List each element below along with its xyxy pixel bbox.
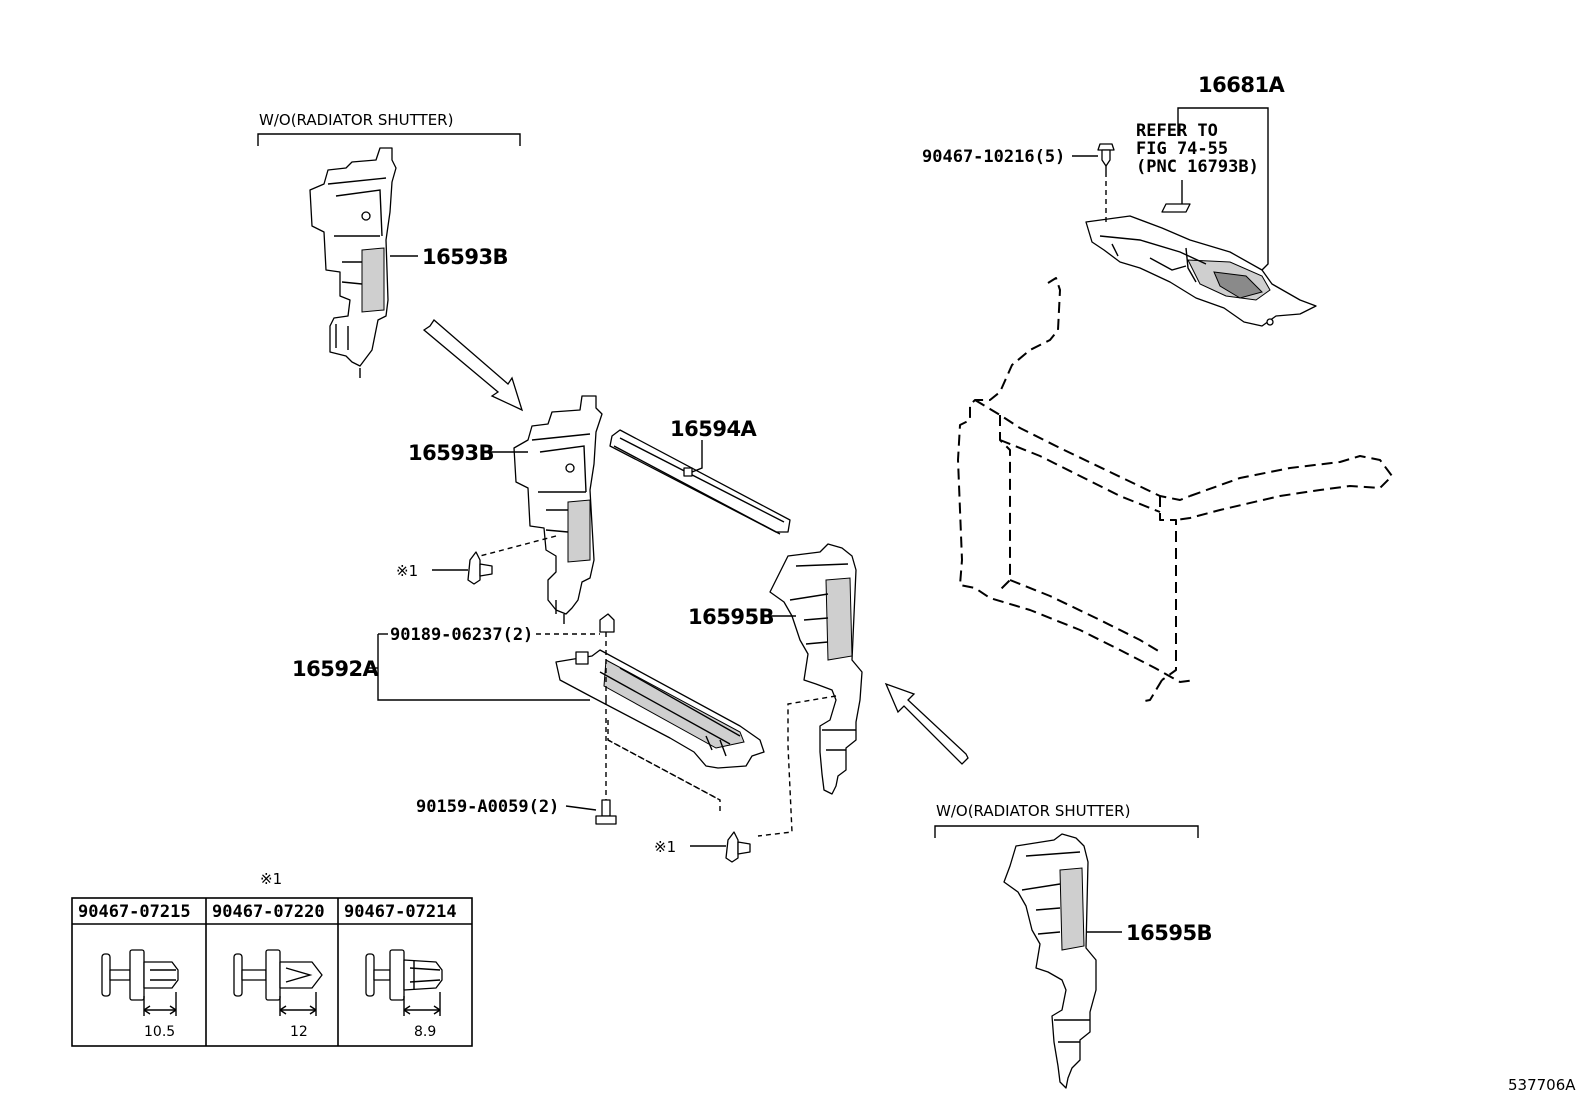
- label-90189-06237: 90189-06237(2): [390, 625, 533, 645]
- refer-note-line-3: (PNC 16793B): [1136, 157, 1259, 177]
- clip-table-mark: ※1: [260, 870, 282, 888]
- label-mark1-upper: ※1: [396, 562, 418, 580]
- label-90159-A0059: 90159-A0059(2): [416, 797, 559, 817]
- arrow-upper-to-lower: [422, 319, 524, 412]
- clip-mark1-upper: [467, 551, 493, 585]
- clip-90189-06237: [599, 613, 615, 700]
- clip-table-dim-1: 10.5: [144, 1024, 175, 1040]
- label-16681A: 16681A: [1198, 73, 1286, 97]
- clip-90467-07220: [233, 949, 323, 1016]
- clip-90467-07214: [365, 949, 443, 1016]
- clip-90467-07215: [101, 949, 179, 1016]
- label-16594A: 16594A: [670, 417, 758, 441]
- label-16595B-mid: 16595B: [688, 605, 774, 629]
- clip-table-part-2: 90467-07220: [212, 902, 325, 922]
- leader-lines: [257, 107, 1269, 933]
- part-16681A-cover: [1085, 203, 1317, 327]
- label-16595B-lower: 16595B: [1126, 921, 1212, 945]
- part-16595B-lower: [1003, 833, 1097, 1089]
- refer-note-line-2: FIG 74-55: [1136, 139, 1228, 159]
- part-16593B-upper: [309, 147, 397, 378]
- part-16593B-lower: [479, 395, 603, 624]
- part-16592A-panel: [555, 649, 765, 812]
- label-16593B-lower: 16593B: [408, 441, 494, 465]
- label-90467-10216: 90467-10216(5): [922, 147, 1065, 167]
- radiator-support-frame: [957, 277, 1393, 703]
- clip-table-part-3: 90467-07214: [344, 902, 457, 922]
- clip-table-dim-2: 12: [290, 1024, 308, 1040]
- label-mark1-lower: ※1: [654, 838, 676, 856]
- bolt-90159-A0059: [595, 700, 617, 825]
- label-16592A: 16592A: [292, 657, 380, 681]
- arrow-lower-to-mid: [884, 682, 969, 765]
- clip-table: ※1 90467-07215 90467-07220 90467-07214 1…: [71, 870, 473, 1047]
- part-16595B-mid: [757, 543, 863, 837]
- part-16594A-bar: [609, 429, 791, 535]
- variant-label-top-left: W/O(RADIATOR SHUTTER): [259, 111, 453, 129]
- clip-table-dim-3: 8.9: [414, 1024, 436, 1040]
- clip-table-part-1: 90467-07215: [78, 902, 191, 922]
- clip-90467-10216: [1097, 143, 1115, 222]
- label-16593B-upper: 16593B: [422, 245, 508, 269]
- variant-label-bottom-right: W/O(RADIATOR SHUTTER): [936, 802, 1130, 820]
- clip-mark1-lower: [725, 831, 751, 863]
- refer-note-line-1: REFER TO: [1136, 121, 1218, 141]
- figure-id: 537706A: [1508, 1076, 1576, 1094]
